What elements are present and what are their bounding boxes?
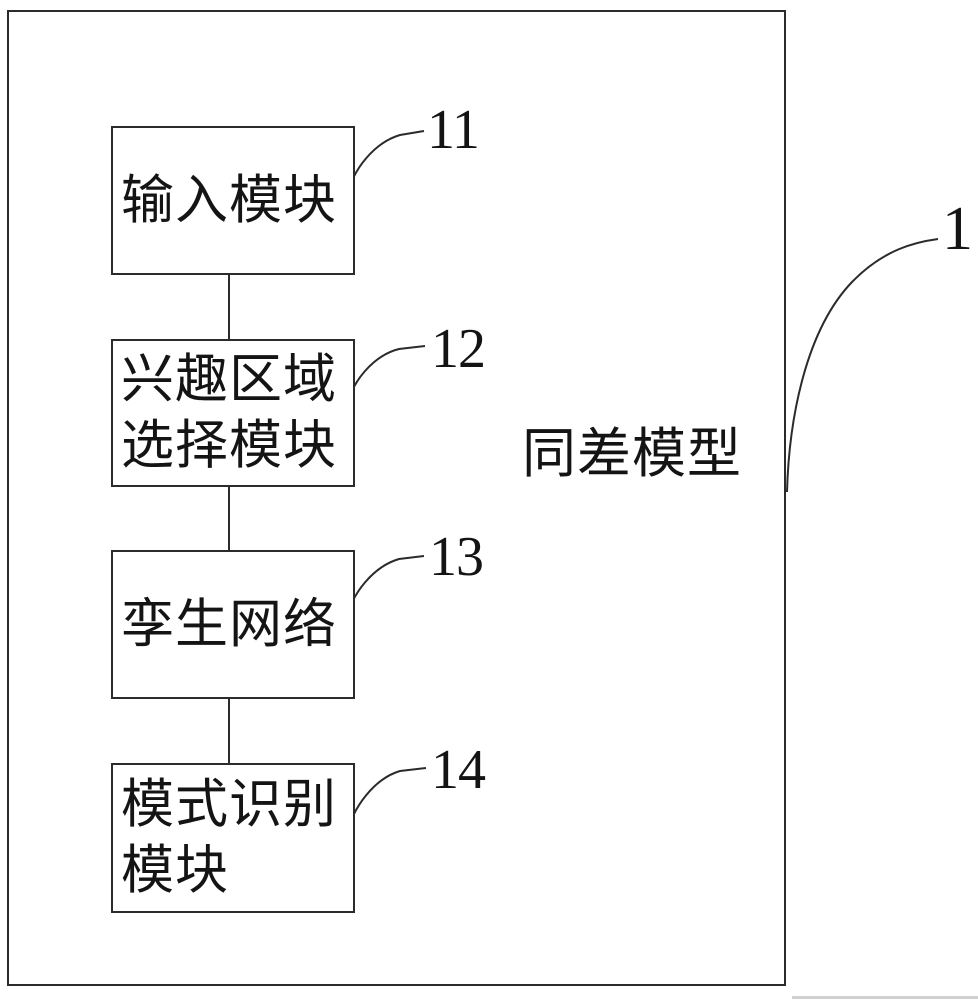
ref-label-1: 1 <box>942 195 973 263</box>
module-label-pattern-recognition-line2: 模块 <box>121 842 229 900</box>
module-label-pattern-recognition-line1: 模式识别 <box>121 776 337 834</box>
scan-artifact-bar <box>792 996 978 999</box>
leader-line-1 <box>786 238 939 493</box>
model-name-label: 同差模型 <box>522 424 742 484</box>
module-box-siamese-network: 孪生网络 <box>111 550 355 699</box>
module-label-siamese-network: 孪生网络 <box>121 595 337 654</box>
model-boundary-box <box>7 10 786 986</box>
ref-label-14: 14 <box>431 739 486 801</box>
ref-label-13: 13 <box>429 526 484 588</box>
module-label-roi-selection-line2: 选择模块 <box>121 417 337 475</box>
ref-label-11: 11 <box>427 99 480 161</box>
ref-label-12: 12 <box>431 318 486 380</box>
module-label-roi-selection-line1: 兴趣区域 <box>121 351 337 409</box>
module-box-input: 输入模块 <box>111 126 355 275</box>
module-label-input: 输入模块 <box>121 171 337 230</box>
module-box-pattern-recognition: 模式识别 模块 <box>111 763 355 913</box>
module-box-roi-selection: 兴趣区域 选择模块 <box>111 339 355 487</box>
